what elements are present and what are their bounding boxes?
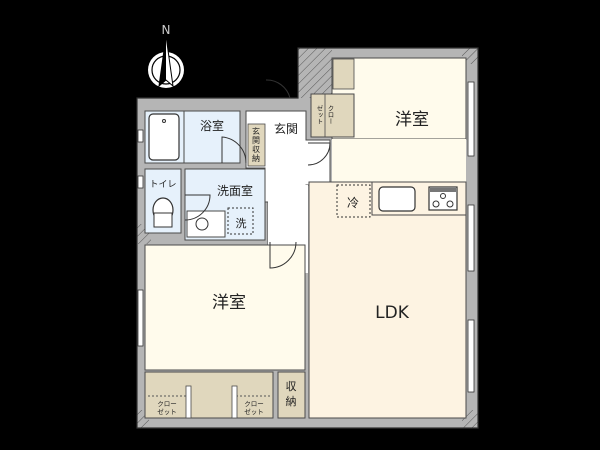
closet-south — [144, 371, 274, 419]
entrance-storage — [247, 123, 266, 167]
storage-closet — [277, 371, 306, 419]
svg-text:収: 収 — [252, 144, 260, 154]
windows — [137, 81, 475, 393]
bath-label: 浴室 — [200, 118, 224, 133]
closet-south-right-label: クロー ゼット — [244, 400, 264, 416]
svg-text:クロー: クロー — [244, 400, 264, 408]
fridge-label: 冷 — [347, 196, 359, 210]
svg-text:ゼット: ゼット — [244, 407, 264, 416]
svg-text:クロー: クロー — [326, 105, 334, 125]
svg-text:納: 納 — [286, 395, 297, 408]
ldk-label: LDK — [375, 303, 410, 323]
ldk-floor — [308, 181, 467, 419]
washer-label: 洗 — [236, 217, 247, 230]
svg-text:収: 収 — [286, 380, 297, 393]
storage-label: 収 納 — [286, 380, 297, 408]
svg-text:玄: 玄 — [252, 126, 260, 136]
north-compass-icon: N — [148, 23, 184, 88]
washroom-label: 洗面室 — [217, 183, 253, 198]
fridge-space — [336, 184, 371, 218]
entrance-storage-label: 玄 関 収 納 — [252, 126, 260, 163]
sink-icon — [378, 186, 416, 212]
toilet-label: トイレ — [149, 180, 176, 190]
closet-north-label: ゼット クロー — [315, 104, 334, 125]
washbasin-icon — [195, 217, 209, 231]
bedroom-south-label: 洋室 — [212, 293, 246, 313]
entrance-label: 玄関 — [274, 121, 298, 136]
north-label: N — [162, 23, 171, 37]
bedroom-north-label: 洋室 — [395, 110, 429, 130]
svg-text:ゼット: ゼット — [315, 104, 323, 125]
svg-text:ゼット: ゼット — [157, 407, 177, 416]
svg-text:クロー: クロー — [157, 400, 177, 408]
washbasin — [186, 210, 226, 238]
svg-text:関: 関 — [252, 136, 260, 145]
wall-hatch — [298, 48, 332, 98]
closet-south-left-label: クロー ゼット — [157, 400, 177, 416]
closet-north — [310, 93, 355, 138]
bathtub-icon — [148, 113, 180, 161]
bedroom-north-floor-ext — [332, 139, 466, 182]
washer-space — [227, 207, 254, 235]
bedroom-south-floor — [144, 244, 306, 371]
closet-north-upper — [332, 58, 355, 90]
svg-text:納: 納 — [252, 153, 260, 163]
